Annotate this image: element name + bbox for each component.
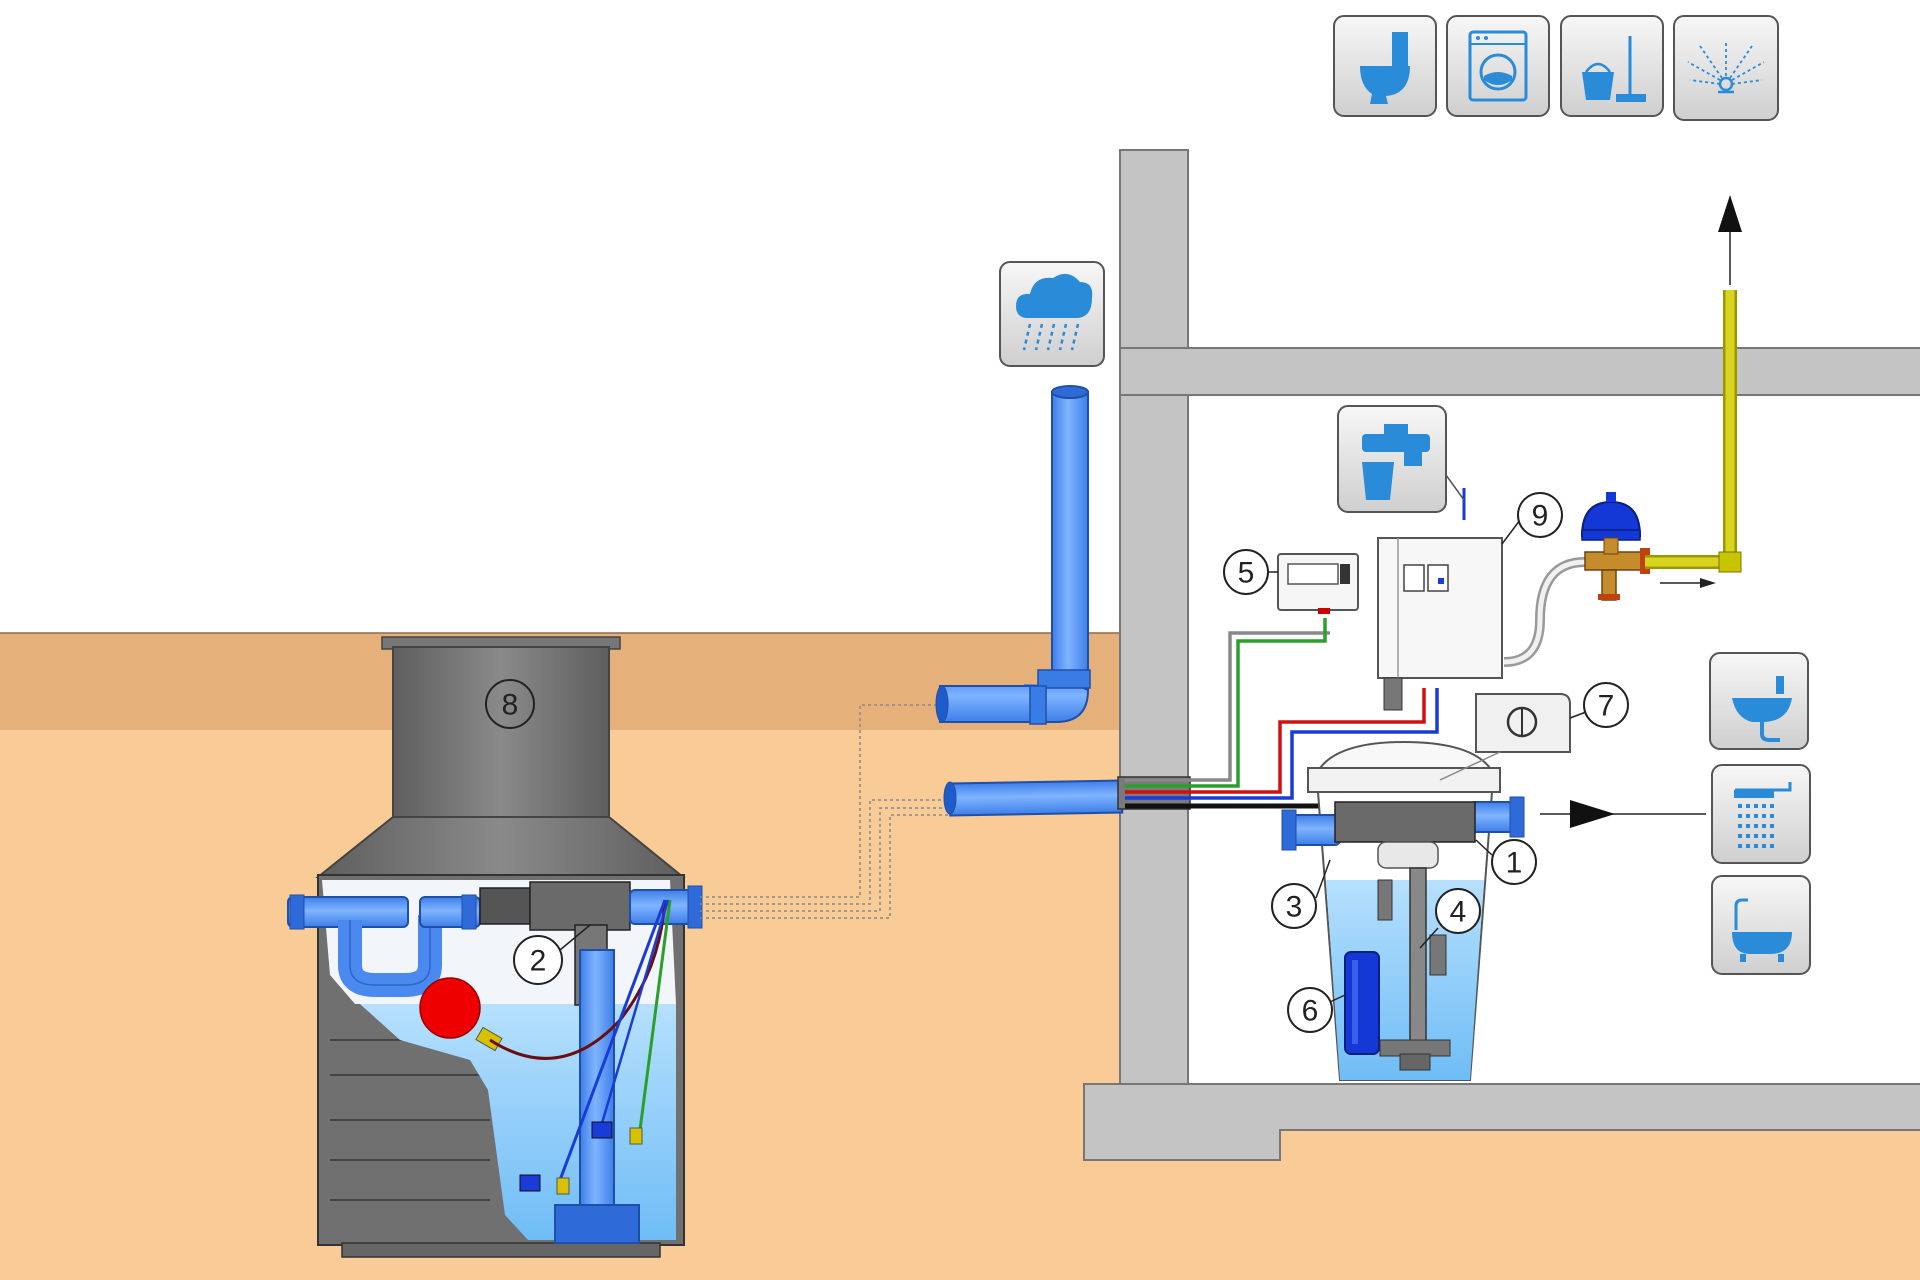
control-panel: 5	[1223, 549, 1359, 614]
sprinkler-icon	[1673, 15, 1779, 121]
level-sensor-low	[519, 1174, 541, 1192]
overflow-siphon	[287, 894, 481, 997]
pressure-outlet	[1503, 195, 1742, 667]
svg-text:8: 8	[502, 689, 519, 722]
svg-text:2: 2	[530, 945, 547, 978]
ceiling-slab	[1119, 347, 1920, 396]
label-8: 8	[485, 679, 535, 729]
submersible-pump	[1344, 951, 1380, 1055]
rain-cloud-icon	[999, 261, 1105, 367]
label-4: 4	[1419, 888, 1481, 949]
tank-shaft	[392, 646, 610, 818]
tap-with-glass-icon	[1337, 405, 1465, 513]
underground-conduit	[700, 704, 950, 919]
toilet-icon	[1333, 15, 1437, 117]
svg-text:9: 9	[1532, 500, 1549, 533]
bucket-and-mop-icon	[1560, 15, 1664, 117]
svg-text:3: 3	[1286, 891, 1303, 924]
washing-machine-icon	[1446, 15, 1550, 117]
downpipe	[935, 385, 1091, 725]
hybrid-control-unit: 9	[1377, 492, 1563, 711]
svg-text:7: 7	[1598, 690, 1615, 723]
svg-text:6: 6	[1302, 995, 1319, 1028]
shower-icon	[1711, 764, 1811, 864]
tank-base	[341, 1242, 661, 1258]
basement-floor	[1083, 1083, 1920, 1161]
wall-conduit	[943, 776, 1191, 817]
svg-text:4: 4	[1450, 896, 1467, 929]
label-7: 7	[1569, 682, 1629, 728]
svg-text:5: 5	[1238, 557, 1255, 590]
bathtub-icon	[1711, 875, 1811, 975]
storage-tank: 8 2	[287, 636, 703, 1258]
label-2: 2	[513, 924, 591, 985]
label-6: 6	[1287, 987, 1346, 1033]
float-ball	[419, 977, 481, 1039]
building-wall	[1119, 149, 1189, 1086]
label-1: 1	[1475, 839, 1537, 885]
level-sensor-high	[591, 1121, 613, 1139]
basement-tank	[1281, 693, 1571, 1081]
svg-text:1: 1	[1506, 847, 1523, 880]
inlet-arrowhead	[1570, 800, 1615, 828]
label-3: 3	[1271, 859, 1331, 929]
suction-inlet	[554, 1204, 640, 1244]
wash-basin-icon	[1709, 652, 1809, 750]
